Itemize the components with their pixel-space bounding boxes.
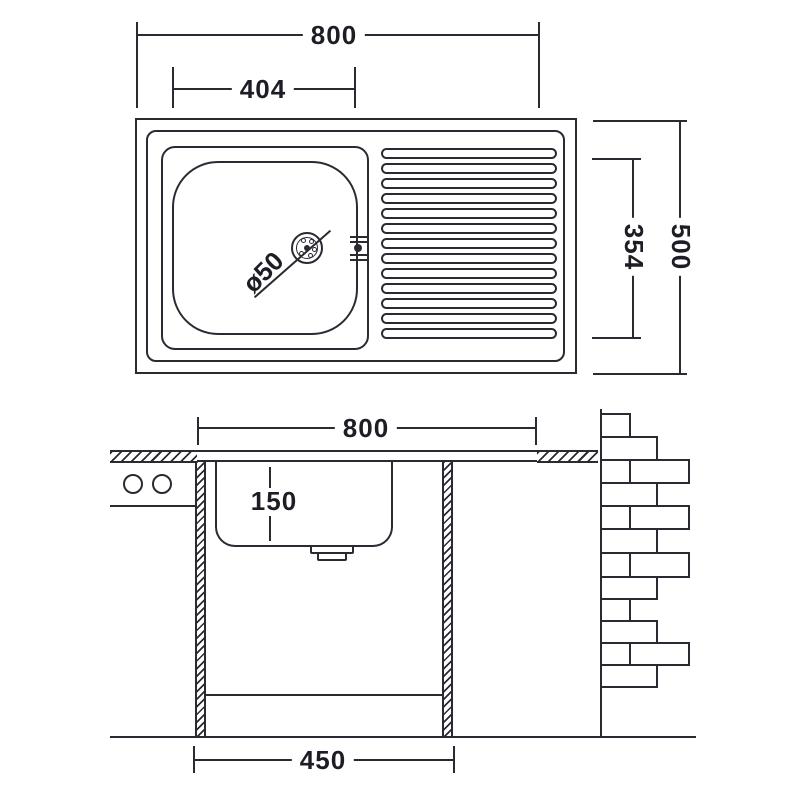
wall-brick [600, 598, 631, 622]
wall-brick [600, 528, 658, 554]
drainboard-rib [381, 163, 557, 174]
dim-150-dash-bottom [269, 516, 271, 541]
wall-brick [629, 642, 690, 666]
tap-hole-icon [350, 241, 367, 243]
tap-hole-icon [350, 254, 367, 256]
drain-hole [309, 239, 314, 244]
wall-brick [629, 552, 690, 578]
dim-404-label: 404 [231, 76, 295, 102]
cabinet-leg-left [195, 461, 206, 737]
dim-354-label: 354 [619, 217, 649, 277]
drainboard-rib [381, 313, 557, 324]
wall-brick [600, 552, 631, 578]
drain-flange-lower [317, 552, 347, 561]
wall-brick [629, 505, 690, 530]
dim-top-800-ext-left [136, 22, 138, 108]
dim-500-ext-bottom [593, 373, 687, 375]
floor-line [110, 736, 696, 738]
dim-500-ext-top [593, 120, 687, 122]
drainboard-rib [381, 223, 557, 234]
dim-404-ext-left [172, 67, 174, 108]
appliance-knob [152, 474, 172, 494]
dim-500-label: 500 [666, 217, 696, 277]
drainboard-rib [381, 238, 557, 249]
drainboard-rib [381, 328, 557, 339]
drain-center-dot [304, 245, 310, 251]
drainboard-rib [381, 178, 557, 189]
wall-brick [600, 576, 658, 600]
wall-brick [600, 620, 658, 644]
dim-front-800-ext-right [535, 417, 537, 445]
countertop-right-section [537, 450, 598, 463]
drainboard-rib [381, 298, 557, 309]
drainboard-rib [381, 283, 557, 294]
dim-top-800-ext-right [538, 22, 540, 108]
wall-brick [600, 459, 631, 484]
drain-hole [312, 247, 317, 252]
appliance-edge-line [110, 505, 197, 507]
wall-brick [600, 413, 631, 438]
tap-hole-icon [354, 244, 362, 252]
cabinet-shelf-line [205, 694, 443, 696]
dim-front-800-label: 800 [334, 415, 398, 441]
dim-450-ext-right [453, 746, 455, 773]
cabinet-leg-right [442, 461, 453, 737]
drainboard-rib [381, 148, 557, 159]
dim-150-label: 150 [248, 486, 300, 516]
drainboard-rib [381, 193, 557, 204]
dim-354-ext-bottom [592, 337, 641, 339]
appliance-knob [123, 474, 143, 494]
bowl-section [215, 460, 393, 547]
tap-hole-icon [350, 236, 367, 238]
drainboard-rib [381, 268, 557, 279]
wall-brick [600, 642, 631, 666]
wall-brick [600, 664, 658, 688]
wall-brick [629, 459, 690, 484]
drain-hole [308, 253, 313, 258]
sink-top-section [197, 450, 537, 462]
countertop-left-section [110, 450, 197, 463]
dim-354-ext-top [592, 158, 641, 160]
dim-450-label: 450 [291, 747, 355, 773]
drain-hole [301, 238, 306, 243]
dim-top-800-label: 800 [302, 22, 366, 48]
dim-404-ext-right [354, 67, 356, 108]
drainboard-rib [381, 253, 557, 264]
wall-brick [600, 482, 658, 507]
wall-brick [600, 436, 658, 461]
tap-hole-icon [350, 259, 367, 261]
wall-brick [600, 505, 631, 530]
drainboard-rib [381, 208, 557, 219]
dim-150-dash-top [269, 467, 271, 488]
dim-front-800-ext-left [197, 417, 199, 445]
